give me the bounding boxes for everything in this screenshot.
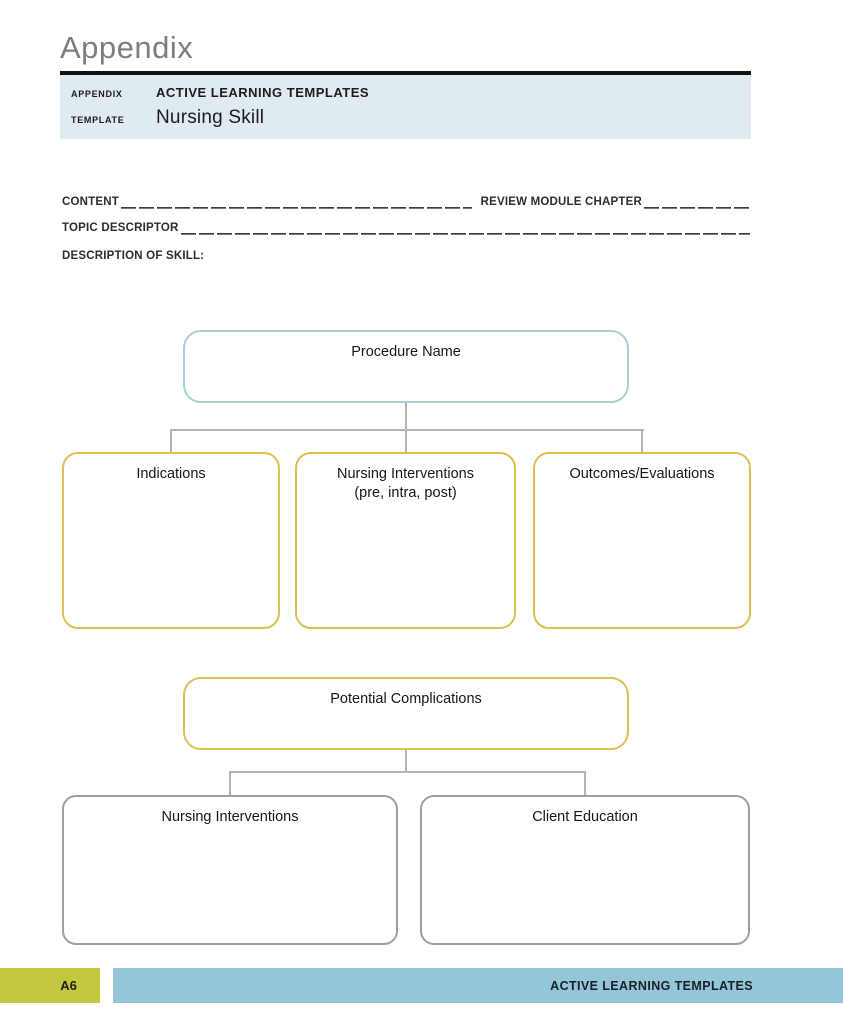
connector-procedure-stem (405, 403, 407, 430)
template-label: TEMPLATE (71, 115, 125, 125)
review-module-chapter-blank-line (644, 197, 750, 209)
client-education-box-label: Client Education (532, 809, 638, 825)
description-of-skill-row: DESCRIPTION OF SKILL: (62, 250, 750, 263)
potential-complications-box-label: Potential Complications (330, 691, 482, 707)
outcomes-evaluations-box: Outcomes/Evaluations (533, 452, 751, 629)
connector-drop-outcomes (641, 429, 643, 452)
topic-descriptor-label: TOPIC DESCRIPTOR (62, 222, 179, 234)
nursing-interventions-top-label-line2: (pre, intra, post) (354, 485, 457, 501)
procedure-name-box-label: Procedure Name (351, 344, 461, 360)
appendix-value: ACTIVE LEARNING TEMPLATES (156, 85, 370, 100)
content-label: CONTENT (62, 196, 119, 208)
nursing-interventions-bottom-box: Nursing Interventions (62, 795, 398, 945)
connector-top-horizontal (170, 429, 644, 431)
potential-complications-box: Potential Complications (183, 677, 629, 750)
content-row: CONTENT REVIEW MODULE CHAPTER (62, 196, 750, 209)
nursing-interventions-top-label-line1: Nursing Interventions (336, 466, 474, 482)
footer-bar: ACTIVE LEARNING TEMPLATES (113, 968, 843, 1003)
appendix-label: APPENDIX (71, 89, 123, 99)
template-header: APPENDIX ACTIVE LEARNING TEMPLATES TEMPL… (60, 75, 751, 139)
title-divider (60, 71, 751, 75)
connector-drop-nursing-interventions (405, 429, 407, 452)
outcomes-evaluations-box-label: Outcomes/Evaluations (569, 466, 715, 482)
page-number: A6 (60, 978, 77, 993)
topic-descriptor-blank-line (180, 223, 750, 235)
indications-box-label: Indications (136, 466, 206, 482)
description-of-skill-label: DESCRIPTION OF SKILL: (62, 250, 205, 262)
template-name: Nursing Skill (156, 107, 265, 128)
header-row-appendix: APPENDIX ACTIVE LEARNING TEMPLATES (60, 85, 751, 100)
content-blank-line (120, 197, 472, 209)
connector-bottom-horizontal (229, 771, 586, 773)
page-title: Appendix (60, 30, 194, 65)
connector-drop-indications (170, 429, 172, 452)
procedure-name-box: Procedure Name (183, 330, 629, 403)
header-row-template: TEMPLATE Nursing Skill (60, 107, 751, 129)
footer-label: ACTIVE LEARNING TEMPLATES (550, 978, 753, 993)
topic-descriptor-row: TOPIC DESCRIPTOR (62, 222, 750, 235)
connector-drop-client-education (584, 771, 586, 795)
connector-drop-nursing-interventions-bottom (229, 771, 231, 795)
review-module-chapter-label: REVIEW MODULE CHAPTER (480, 196, 642, 208)
indications-box: Indications (62, 452, 280, 629)
nursing-interventions-top-box: Nursing Interventions (pre, intra, post) (295, 452, 516, 629)
client-education-box: Client Education (420, 795, 750, 945)
connector-complications-stem (405, 750, 407, 773)
nursing-interventions-bottom-label: Nursing Interventions (161, 809, 299, 825)
page-number-badge: A6 (0, 968, 100, 1003)
